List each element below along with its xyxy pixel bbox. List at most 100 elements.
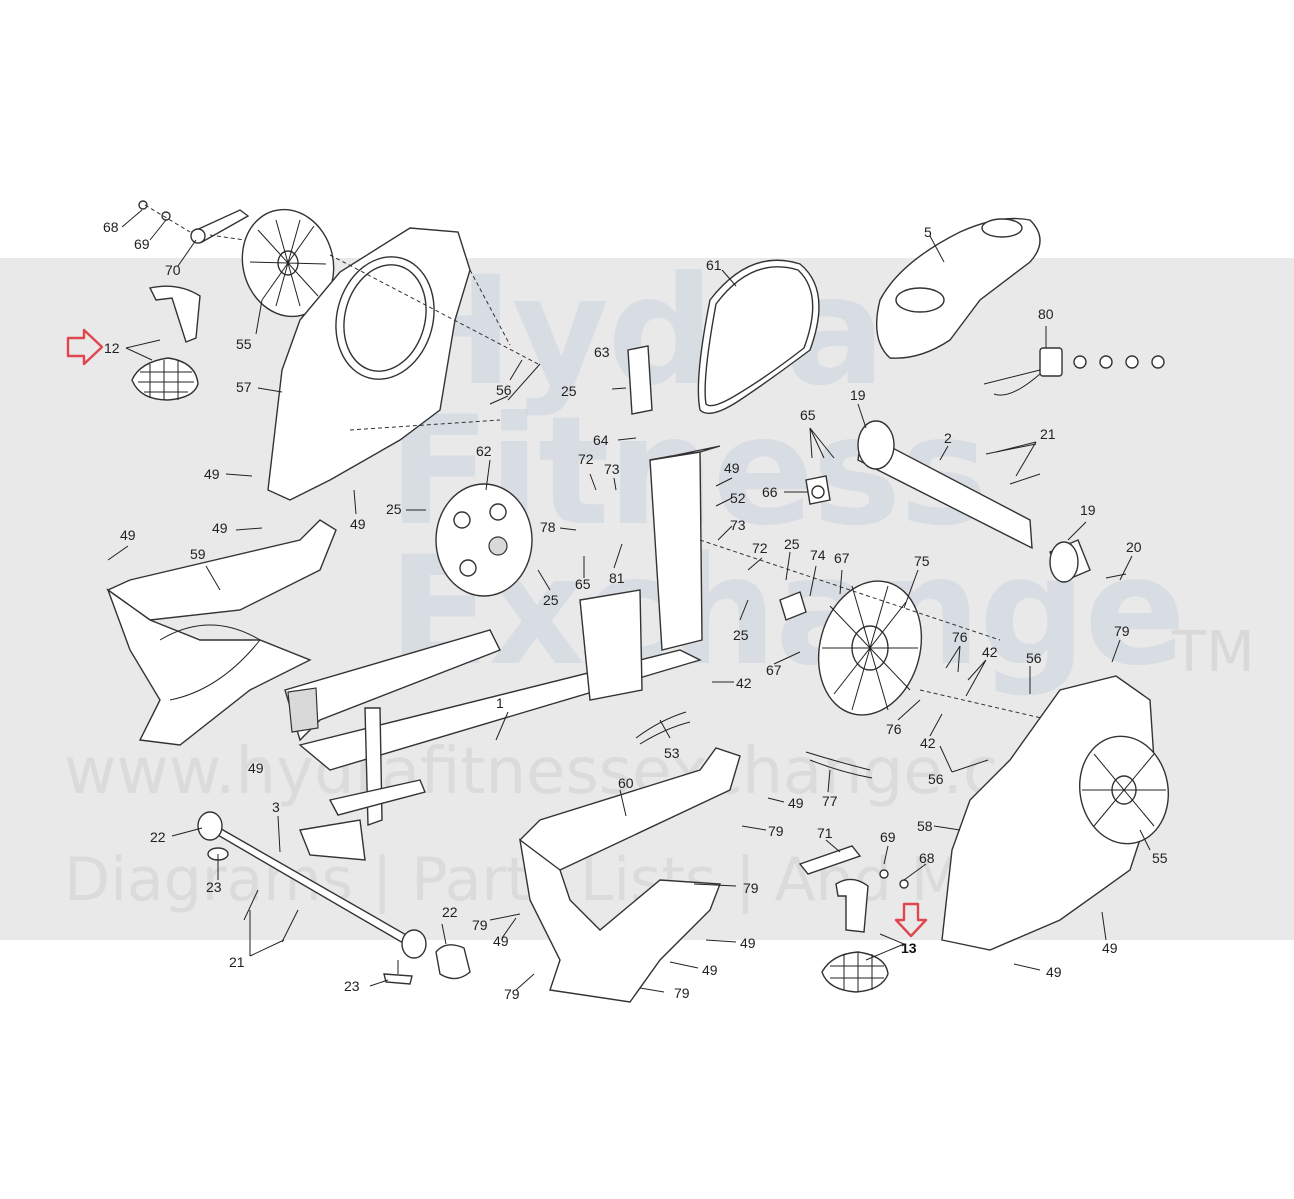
part-callout-67: 67 (834, 550, 850, 566)
part-callout-21: 21 (1040, 426, 1056, 442)
part-callout-75: 75 (914, 553, 930, 569)
part-callout-53: 53 (664, 745, 680, 761)
part-callout-1: 1 (496, 695, 504, 711)
part-callout-72: 72 (752, 540, 768, 556)
part-callout-79: 79 (768, 823, 784, 839)
part-callout-72: 72 (578, 451, 594, 467)
right-fan-75 (699, 539, 1051, 721)
part-callout-42: 42 (736, 675, 752, 691)
part-callout-49: 49 (724, 460, 740, 476)
part-callout-78: 78 (540, 519, 556, 535)
part-callout-3: 3 (272, 799, 280, 815)
part-callout-73: 73 (730, 517, 746, 533)
part-callout-49: 49 (788, 795, 804, 811)
right-shroud-58 (941, 675, 1170, 951)
rear-stabilizer-2 (857, 420, 1127, 583)
part-callout-65: 65 (575, 576, 591, 592)
part-callout-49: 49 (120, 527, 136, 543)
part-callout-22: 22 (150, 829, 166, 845)
part-callout-58: 58 (917, 818, 933, 834)
right-handlebar-60 (519, 747, 741, 1003)
part-callout-55: 55 (236, 336, 252, 352)
flywheel-62 (435, 483, 533, 597)
part-callout-25: 25 (561, 383, 577, 399)
part-callout-5: 5 (924, 224, 932, 240)
part-callout-25: 25 (784, 536, 800, 552)
part-callout-19: 19 (850, 387, 866, 403)
part-callout-42: 42 (920, 735, 936, 751)
part-callout-74: 74 (810, 547, 826, 563)
part-callout-73: 73 (604, 461, 620, 477)
part-callout-20: 20 (1126, 539, 1142, 555)
part-callout-68: 68 (919, 850, 935, 866)
part-callout-49: 49 (204, 466, 220, 482)
part-callout-49: 49 (740, 935, 756, 951)
part-callout-79: 79 (743, 880, 759, 896)
part-callout-56: 56 (1026, 650, 1042, 666)
part-callout-69: 69 (134, 236, 150, 252)
part-callout-77: 77 (822, 793, 838, 809)
part-callout-55: 55 (1152, 850, 1168, 866)
part-callout-67: 67 (766, 662, 782, 678)
part-callout-60: 60 (618, 775, 634, 791)
left-pedal-12 (125, 285, 201, 401)
part-callout-25: 25 (543, 592, 559, 608)
part-callout-52: 52 (730, 490, 746, 506)
console-5 (875, 217, 1041, 359)
watermark-trademark: TM (1172, 620, 1255, 685)
part-callout-19: 19 (1080, 502, 1096, 518)
part-callout-63: 63 (594, 344, 610, 360)
part-callout-79: 79 (472, 917, 488, 933)
part-callout-57: 57 (236, 379, 252, 395)
pulley-63-belt-61 (627, 259, 820, 415)
part-callout-56: 56 (928, 771, 944, 787)
part-callout-79: 79 (504, 986, 520, 1002)
part-callout-61: 61 (706, 257, 722, 273)
part-callout-69: 69 (880, 829, 896, 845)
part-callout-81: 81 (609, 570, 625, 586)
highlight-arrow-13 (894, 902, 928, 938)
part-callout-12: 12 (104, 340, 120, 356)
watermark-url: www.hydrafitnessexchange.com (64, 735, 1100, 809)
part-callout-21: 21 (229, 954, 245, 970)
left-shroud-57 (267, 227, 541, 501)
left-handlebar-59 (106, 519, 337, 746)
power-adapter-80 (983, 347, 1165, 396)
idler-66 (805, 475, 831, 505)
part-callout-59: 59 (190, 546, 206, 562)
right-crank-assembly (798, 845, 909, 993)
part-callout-64: 64 (593, 432, 609, 448)
part-callout-66: 66 (762, 484, 778, 500)
highlight-arrow-12 (66, 328, 104, 366)
part-callout-49: 49 (1046, 964, 1062, 980)
part-callout-49: 49 (1102, 940, 1118, 956)
part-callout-22: 22 (442, 904, 458, 920)
leader-lines (107, 209, 1151, 993)
part-callout-56: 56 (496, 382, 512, 398)
part-callout-71: 71 (817, 825, 833, 841)
part-callout-13: 13 (901, 940, 917, 956)
part-callout-23: 23 (344, 978, 360, 994)
part-callout-80: 80 (1038, 306, 1054, 322)
part-callout-49: 49 (212, 520, 228, 536)
left-fan-55 (241, 208, 335, 318)
part-callout-49: 49 (350, 516, 366, 532)
upright-post (579, 445, 721, 701)
part-callout-65: 65 (800, 407, 816, 423)
part-callout-70: 70 (165, 262, 181, 278)
part-callout-76: 76 (952, 629, 968, 645)
part-callout-49: 49 (493, 933, 509, 949)
part-callout-2: 2 (944, 430, 952, 446)
part-callout-68: 68 (103, 219, 119, 235)
part-callout-25: 25 (386, 501, 402, 517)
part-callout-25: 25 (733, 627, 749, 643)
part-callout-23: 23 (206, 879, 222, 895)
part-callout-62: 62 (476, 443, 492, 459)
part-callout-76: 76 (886, 721, 902, 737)
wire-harnesses (635, 711, 873, 779)
front-stabilizer-3 (197, 811, 471, 985)
part-callout-79: 79 (674, 985, 690, 1001)
